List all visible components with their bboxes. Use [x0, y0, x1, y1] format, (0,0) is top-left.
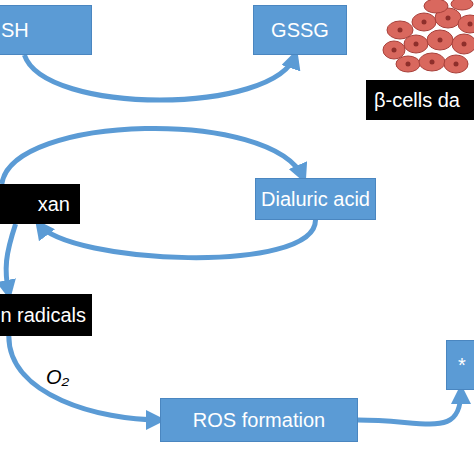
node-label: Dialuric acid [261, 188, 370, 211]
edge-label: O₂ [46, 366, 69, 389]
compound-box: n radicals [0, 294, 92, 336]
node-label: xan [38, 193, 70, 216]
node-label: ROS formation [193, 409, 325, 432]
process-box: Dialuric acid [255, 178, 376, 220]
curved-arrow [24, 55, 295, 100]
curved-arrow [9, 336, 160, 420]
curved-arrow [6, 224, 15, 294]
node-label: SH [1, 19, 29, 42]
curved-arrow [39, 220, 316, 258]
process-box: ROS formation [160, 398, 358, 442]
node-label: n radicals [0, 304, 86, 327]
curved-arrow [358, 390, 461, 424]
node-label: β-cells da [374, 89, 460, 112]
compound-box: xan [0, 184, 80, 224]
outcome-box: β-cells da [366, 80, 474, 120]
process-box: SH [0, 5, 92, 55]
node-label: GSSG [271, 19, 329, 42]
process-box: * [446, 340, 474, 390]
process-box: GSSG [253, 5, 347, 55]
curved-arrow [2, 128, 304, 184]
node-label: * [458, 354, 466, 377]
